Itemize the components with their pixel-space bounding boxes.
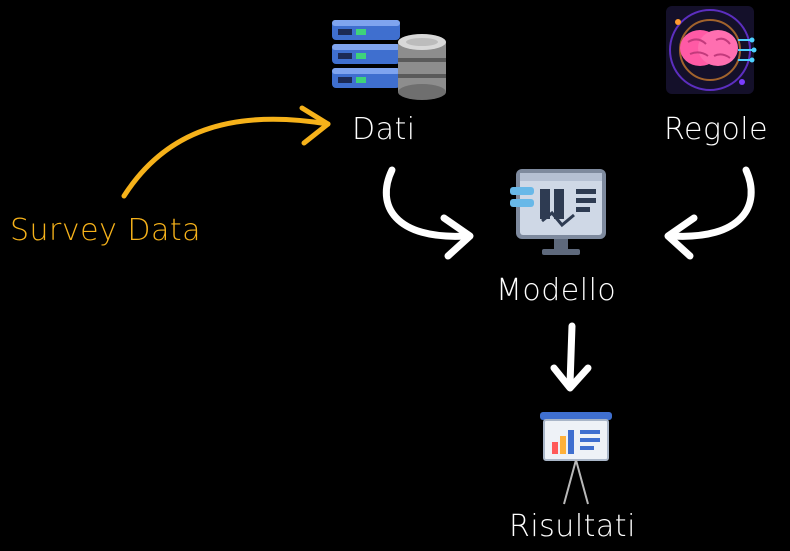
edge-modello-to-risultati bbox=[550, 322, 592, 392]
presentation-board-icon bbox=[530, 408, 620, 508]
node-label-dati: Dati bbox=[352, 112, 416, 147]
edge-dati-to-modello bbox=[382, 166, 474, 260]
edge-survey-to-dati bbox=[121, 105, 331, 199]
database-server-icon bbox=[330, 12, 450, 102]
model-dashboard-icon bbox=[506, 165, 616, 260]
brain-circuit-icon bbox=[660, 0, 760, 100]
input-label-survey-data: Survey Data bbox=[10, 213, 202, 248]
node-label-regole: Regole bbox=[664, 112, 769, 147]
node-label-modello: Modello bbox=[496, 273, 617, 308]
node-label-risultati: Risultati bbox=[509, 509, 636, 544]
edge-regole-to-modello bbox=[664, 166, 755, 260]
